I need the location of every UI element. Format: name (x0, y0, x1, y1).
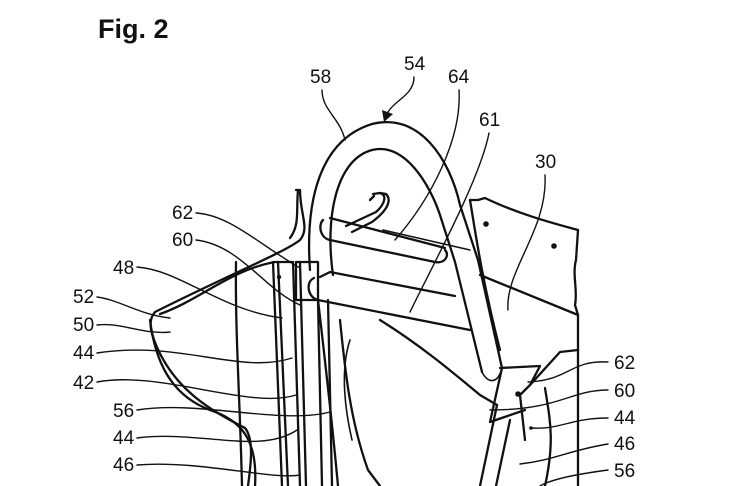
left-leaders (96, 212, 331, 477)
ref-44-right: 44 (614, 408, 636, 429)
fastener-dot (529, 426, 533, 430)
ref-48: 48 (113, 258, 134, 279)
ref-56-left: 56 (113, 401, 134, 422)
fastener-dot (483, 221, 489, 227)
ref-30: 30 (535, 152, 556, 173)
leader-30 (507, 174, 546, 311)
ref-46-right: 46 (614, 434, 635, 455)
left-side-panel (148, 188, 306, 486)
ref-60-right: 60 (614, 381, 635, 402)
body-panel-30 (468, 196, 580, 486)
ref-42: 42 (73, 373, 94, 394)
right-bracket (488, 348, 580, 486)
ref-44-upper: 44 (73, 343, 95, 364)
ref-50: 50 (73, 315, 94, 336)
ref-54: 54 (404, 54, 426, 75)
hook-element (344, 191, 386, 228)
hook-element-2 (350, 191, 390, 234)
fastener-dot (551, 243, 557, 249)
pillar-lines (234, 260, 334, 486)
right-leaders (489, 361, 609, 486)
fastener-dot (515, 391, 521, 397)
central-structure (316, 298, 499, 486)
ref-58: 58 (310, 67, 331, 88)
roll-hoop-58 (307, 121, 504, 382)
ref-56-right: 56 (614, 461, 635, 482)
figure-title: Fig. 2 (98, 14, 169, 44)
arrowhead-54 (382, 110, 393, 122)
cross-tube-64 (307, 216, 472, 332)
ref-46-left: 46 (113, 455, 134, 476)
ref-62-right: 62 (614, 353, 635, 374)
leader-58 (321, 89, 346, 141)
ref-61: 61 (479, 110, 500, 131)
leader-54 (387, 76, 415, 113)
ref-44-lower: 44 (113, 428, 135, 449)
ref-64: 64 (448, 67, 470, 88)
ref-62-left: 62 (172, 203, 193, 224)
leader-64 (394, 89, 460, 241)
leader-61 (409, 132, 490, 313)
ref-52: 52 (73, 287, 94, 308)
ref-60-left: 60 (172, 230, 193, 251)
fastener-dot (276, 274, 282, 280)
